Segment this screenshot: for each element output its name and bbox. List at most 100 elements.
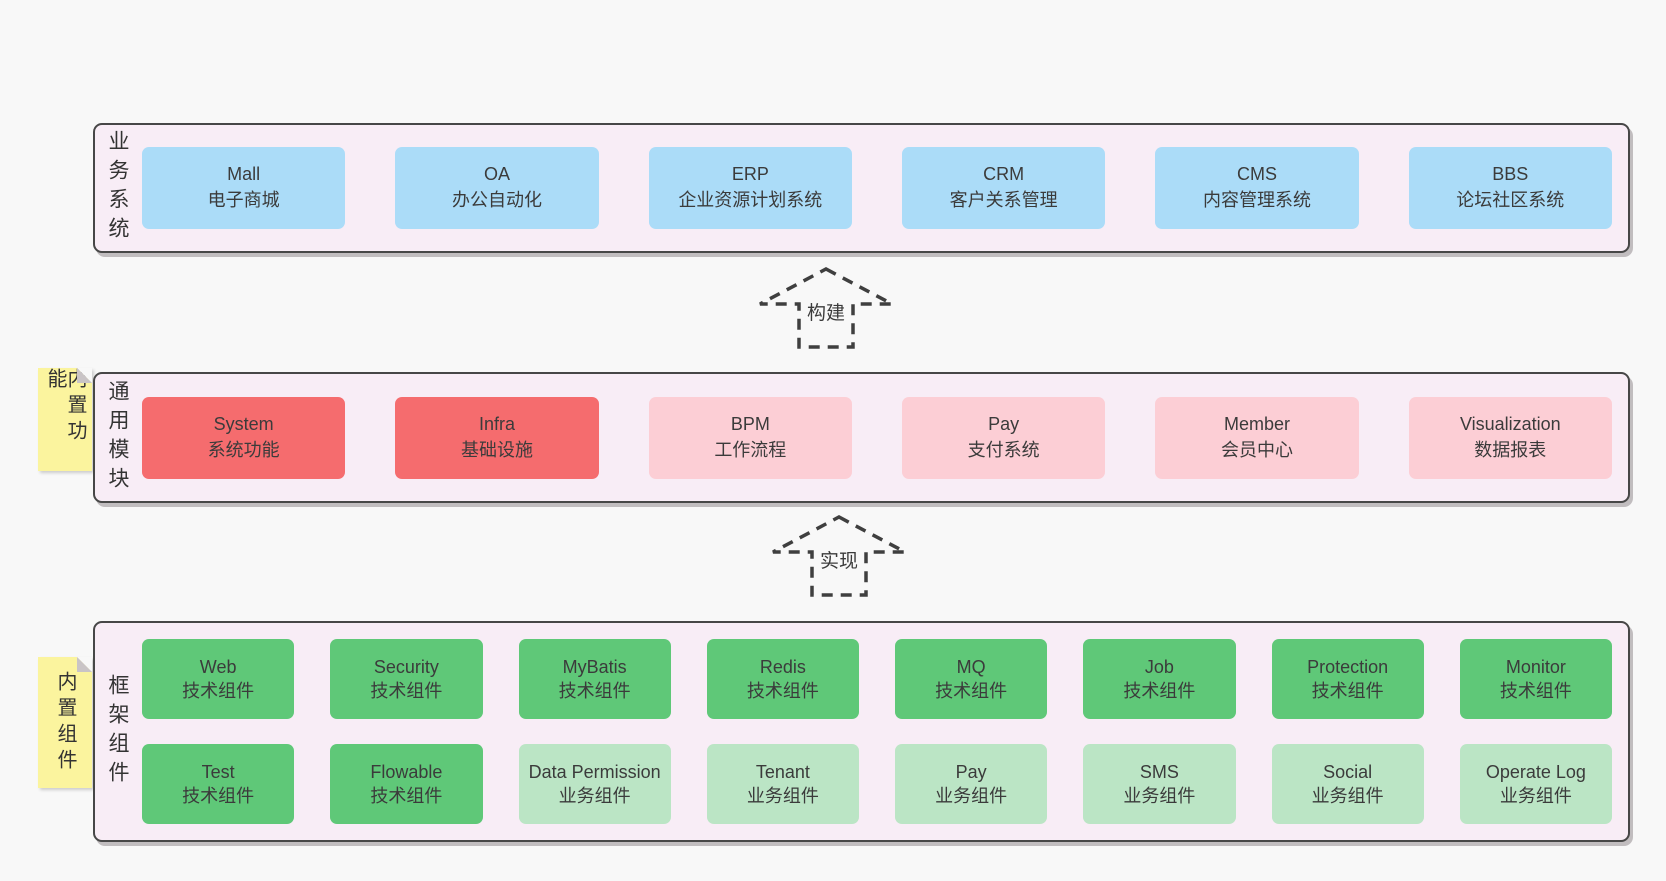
box-name: OA [483, 164, 510, 185]
box-name: Infra [478, 413, 515, 434]
box-erp: ERP 企业资源计划系统 [648, 147, 852, 229]
box-pay-component: Pay 业务组件 [895, 744, 1048, 824]
box-name: Security [373, 656, 439, 677]
sticky-note-text: 内置功能 [44, 368, 86, 446]
box-desc: 业务组件 [1499, 786, 1572, 806]
box-mall: Mall 电子商城 [142, 147, 346, 229]
panel-framework-components-label: 框架组件 [106, 673, 129, 790]
box-member: Member 会员中心 [1155, 396, 1359, 479]
box-desc: 技术组件 [1311, 681, 1384, 701]
box-visualization: Visualization 数据报表 [1408, 396, 1612, 479]
box-social: Social 业务组件 [1271, 744, 1424, 824]
box-bbs: BBS 论坛社区系统 [1408, 147, 1612, 229]
box-name: Protection [1307, 656, 1389, 677]
box-name: Redis [759, 656, 806, 677]
box-desc: 工作流程 [714, 439, 787, 460]
box-name: Operate Log [1485, 761, 1586, 782]
box-oa: OA 办公自动化 [395, 147, 599, 229]
panel-common-modules-label: 通用模块 [106, 379, 129, 496]
tech-components-row: Web 技术组件 Security 技术组件 MyBatis 技术组件 Redi… [142, 639, 1612, 719]
box-flowable: Flowable 技术组件 [330, 744, 483, 824]
box-name: Pay [988, 413, 1020, 434]
box-name: ERP [731, 164, 769, 185]
box-desc: 基础设施 [460, 439, 533, 460]
box-name: MQ [956, 656, 986, 677]
box-desc: 技术组件 [935, 681, 1008, 701]
panel-business-systems: 业务系统 Mall 电子商城 OA 办公自动化 ERP 企业资源计划系统 CRM… [93, 123, 1630, 253]
box-job: Job 技术组件 [1083, 639, 1236, 719]
box-pay-module: Pay 支付系统 [901, 396, 1106, 479]
box-desc: 业务组件 [746, 786, 819, 806]
box-monitor: Monitor 技术组件 [1459, 639, 1612, 719]
box-desc: 电子商城 [207, 190, 280, 210]
box-mybatis: MyBatis 技术组件 [518, 639, 671, 719]
box-desc: 会员中心 [1220, 439, 1293, 460]
box-desc: 客户关系管理 [949, 190, 1058, 210]
box-test: Test 技术组件 [142, 744, 295, 824]
box-name: Pay [955, 761, 987, 782]
box-name: CMS [1236, 164, 1277, 185]
box-name: Visualization [1459, 413, 1561, 434]
box-protection: Protection 技术组件 [1271, 639, 1424, 719]
box-desc: 论坛社区系统 [1456, 190, 1565, 210]
box-desc: 办公自动化 [451, 190, 542, 210]
box-desc: 业务组件 [1123, 786, 1196, 806]
box-name: Social [1323, 761, 1373, 782]
up-block-arrow-icon [759, 267, 893, 349]
box-security: Security 技术组件 [330, 639, 483, 719]
box-redis: Redis 技术组件 [706, 639, 859, 719]
panel-framework-components: 框架组件 Web 技术组件 Security 技术组件 MyBatis 技术组件… [93, 621, 1630, 842]
box-desc: 技术组件 [182, 786, 255, 806]
implement-arrow-label: 实现 [816, 546, 862, 573]
box-name: BBS [1492, 164, 1529, 185]
box-name: Mall [227, 164, 261, 185]
panel-business-systems-label: 业务系统 [106, 130, 129, 246]
box-mq: MQ 技术组件 [895, 639, 1048, 719]
box-desc: 技术组件 [1499, 681, 1572, 701]
box-name: Data Permission [528, 761, 661, 782]
box-web: Web 技术组件 [142, 639, 295, 719]
sticky-note-builtin-features: 内置功能 [38, 368, 92, 471]
box-system: System 系统功能 [142, 396, 346, 479]
box-name: Member [1223, 413, 1290, 434]
box-name: SMS [1139, 761, 1179, 782]
box-name: Flowable [370, 761, 443, 782]
box-data-permission: Data Permission 业务组件 [518, 744, 671, 824]
box-name: Tenant [755, 761, 810, 782]
box-desc: 技术组件 [370, 786, 443, 806]
box-desc: 业务组件 [935, 786, 1008, 806]
box-name: BPM [730, 413, 770, 434]
box-crm: CRM 客户关系管理 [901, 147, 1106, 229]
business-systems-row: Mall 电子商城 OA 办公自动化 ERP 企业资源计划系统 CRM 客户关系… [142, 147, 1612, 229]
box-infra: Infra 基础设施 [395, 396, 599, 479]
box-desc: 系统功能 [207, 439, 280, 460]
up-block-arrow-icon [772, 515, 906, 597]
build-arrow-label: 构建 [803, 298, 849, 325]
box-desc: 技术组件 [1123, 681, 1196, 701]
build-arrow: 构建 [757, 266, 895, 350]
sticky-note-text: 内置组件 [54, 670, 76, 775]
implement-arrow: 实现 [770, 514, 908, 598]
panel-common-modules: 通用模块 System 系统功能 Infra 基础设施 BPM 工作流程 Pay… [93, 372, 1630, 503]
box-name: Test [201, 761, 235, 782]
box-name: Job [1144, 656, 1174, 677]
framework-components-grid: Web 技术组件 Security 技术组件 MyBatis 技术组件 Redi… [142, 639, 1612, 824]
box-desc: 业务组件 [1311, 786, 1384, 806]
box-name: CRM [983, 164, 1025, 185]
box-desc: 技术组件 [558, 681, 631, 701]
biz-components-row: Test 技术组件 Flowable 技术组件 Data Permission … [142, 744, 1612, 824]
box-desc: 数据报表 [1474, 439, 1547, 460]
box-name: Monitor [1505, 656, 1566, 677]
box-desc: 业务组件 [558, 786, 631, 806]
box-operate-log: Operate Log 业务组件 [1459, 744, 1612, 824]
box-desc: 技术组件 [746, 681, 819, 701]
box-desc: 技术组件 [370, 681, 443, 701]
box-desc: 支付系统 [967, 439, 1040, 460]
box-desc: 企业资源计划系统 [678, 190, 823, 210]
box-desc: 技术组件 [182, 681, 255, 701]
common-modules-row: System 系统功能 Infra 基础设施 BPM 工作流程 Pay 支付系统… [142, 396, 1612, 479]
box-cms: CMS 内容管理系统 [1155, 147, 1359, 229]
sticky-note-builtin-components: 内置组件 [38, 657, 92, 788]
box-name: Web [199, 656, 237, 677]
